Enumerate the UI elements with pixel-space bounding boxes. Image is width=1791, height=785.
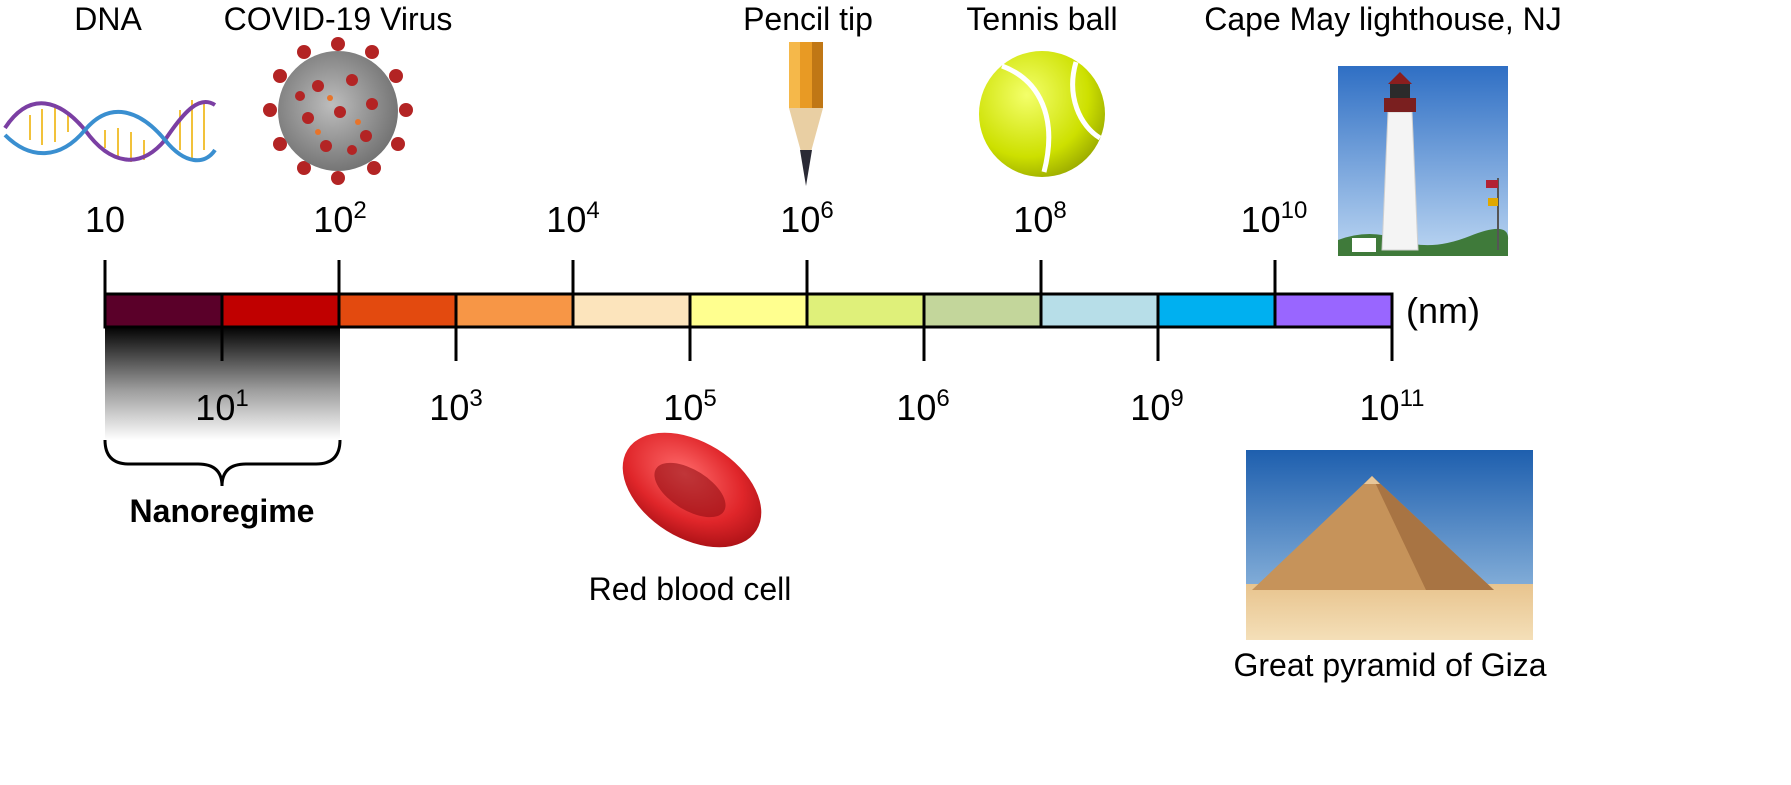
nanoregime-label: Nanoregime (130, 493, 315, 529)
bottom-tick-labels: 101 103 105 106 109 1011 (195, 385, 1424, 428)
scale-segment-10 (1275, 294, 1392, 327)
unit-label: (nm) (1406, 290, 1480, 331)
pyramid-icon (1246, 450, 1533, 640)
dna-icon (5, 100, 215, 162)
scale-segment-3 (456, 294, 573, 327)
pencil-label: Pencil tip (743, 1, 873, 37)
pyramid-label: Great pyramid of Giza (1234, 647, 1547, 683)
scale-segment-1 (222, 294, 339, 327)
scale-segment-0 (105, 294, 222, 327)
virus-icon (263, 37, 413, 185)
tick-label-top-0: 10 (85, 199, 125, 240)
tick-label-bottom-4: 109 (1130, 385, 1183, 428)
tennis-ball-icon (979, 51, 1105, 177)
blood-cell-label: Red blood cell (589, 571, 792, 607)
nanoregime-brace (105, 440, 340, 486)
tick-label-top-1: 102 (313, 197, 366, 240)
tick-label-bottom-3: 106 (896, 385, 949, 428)
lighthouse-icon (1338, 66, 1508, 256)
tick-label-bottom-1: 103 (429, 385, 482, 428)
virus-label: COVID-19 Virus (224, 1, 453, 37)
tick-label-top-5: 1010 (1241, 197, 1308, 240)
scale-bar (105, 294, 1392, 327)
lighthouse-label: Cape May lighthouse, NJ (1204, 1, 1562, 37)
scale-segment-9 (1158, 294, 1275, 327)
tick-label-top-2: 104 (546, 197, 599, 240)
scale-segment-6 (807, 294, 924, 327)
scale-segment-4 (573, 294, 690, 327)
top-tick-labels: 10 102 104 106 108 1010 (85, 197, 1307, 240)
scale-segment-5 (690, 294, 807, 327)
dna-label: DNA (74, 1, 142, 37)
tick-label-top-4: 108 (1013, 197, 1066, 240)
scale-segment-7 (924, 294, 1041, 327)
red-blood-cell-icon (602, 409, 782, 571)
scale-segment-8 (1041, 294, 1158, 327)
tick-label-bottom-5: 1011 (1360, 385, 1425, 428)
tennis-label: Tennis ball (966, 1, 1117, 37)
tick-label-bottom-2: 105 (663, 385, 716, 428)
scale-segment-2 (339, 294, 456, 327)
pencil-icon (789, 42, 823, 186)
tick-label-top-3: 106 (780, 197, 833, 240)
